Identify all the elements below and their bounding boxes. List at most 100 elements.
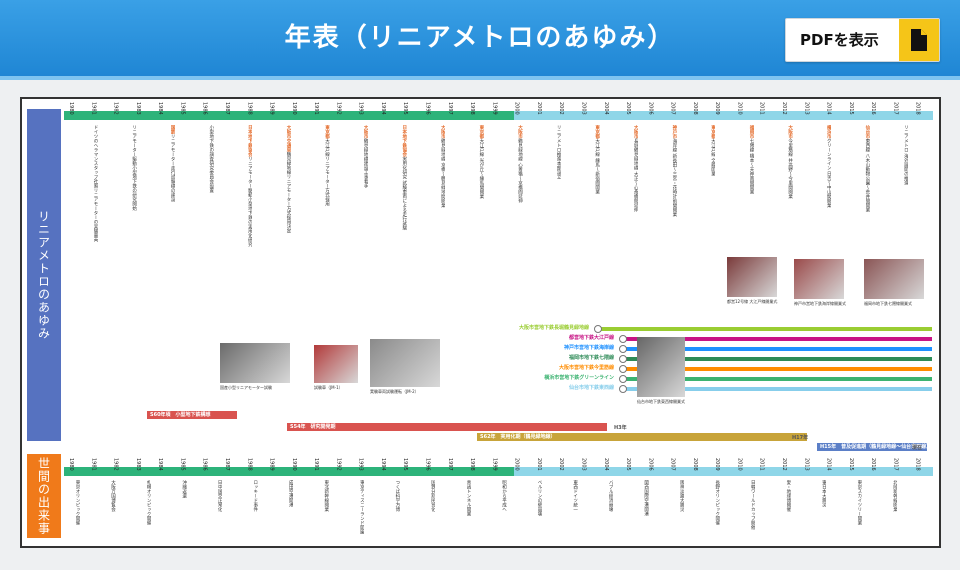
era-label-present: 現在: [912, 445, 923, 451]
era-bar: S62年 実用化期（鶴見緑地線）: [477, 433, 807, 441]
year-label: 2006: [647, 102, 654, 115]
year-label: 2001: [535, 458, 542, 471]
world-event: 東京ディズニーランド開園: [359, 480, 365, 534]
year-label: 2018: [914, 102, 921, 115]
year-label: 1981: [90, 458, 97, 471]
linear-metro-history-side-label: リニアメトロのあゆみ: [27, 109, 61, 441]
history-entry-tag: 福岡市: [749, 125, 755, 139]
year-label: 1986: [201, 102, 208, 115]
photo-caption: 福岡市地下鉄七隈線開業式: [864, 301, 912, 306]
station-marker: [594, 325, 602, 333]
year-label: 1998: [469, 102, 476, 115]
year-label: 2015: [847, 102, 854, 115]
year-label: 2000: [513, 102, 520, 115]
year-label: 1982: [112, 458, 119, 471]
world-event: 昭和から平成へ: [501, 480, 507, 512]
history-entry-text: リニアモーター駆動小型地下鉄の実用化研究: [247, 156, 253, 247]
metro-line: [597, 327, 932, 331]
year-label: 2004: [602, 102, 609, 115]
metro-line-label: 仙台市地下鉄東西線: [568, 385, 614, 391]
year-label: 1990: [290, 102, 297, 115]
year-label: 2002: [558, 102, 565, 115]
history-entry-text: 実用化研究 試験車両による走行試験: [401, 156, 407, 230]
year-label: 2017: [892, 102, 899, 115]
year-label: 1999: [491, 458, 498, 471]
year-label: 1997: [446, 102, 453, 115]
photo-item: [794, 259, 844, 299]
history-entry: リニアメトロ 海外展開の推進: [882, 125, 908, 275]
history-entry-tag: 東京都: [478, 125, 484, 139]
year-label: 1983: [134, 102, 141, 115]
metro-line-label: 横浜市営地下鉄グリーンライン: [544, 375, 614, 381]
year-label: 2011: [758, 102, 765, 115]
year-label: 1992: [335, 102, 342, 115]
year-label: 2005: [625, 458, 632, 471]
year-label: 1988: [246, 458, 253, 471]
station-marker: [619, 375, 627, 383]
year-label: 2009: [714, 102, 721, 115]
year-label: 2008: [691, 102, 698, 115]
metro-line-label: 福岡市地下鉄七隈線: [568, 355, 614, 361]
history-entry: 東京都大江戸線リニアモーター方式採用: [304, 125, 330, 305]
photo-caption: 都営12号線 大江戸線開業式: [727, 299, 778, 304]
history-entry: 神戸市海岸線 新長田〜三宮・花時計前間開業: [651, 125, 677, 275]
year-label: 2003: [580, 458, 587, 471]
year-label: 1983: [134, 458, 141, 471]
metro-line: [622, 337, 932, 341]
history-entry-text: ドイツのヘラマンスタッフ社製リニアモーターの実験車両: [93, 125, 98, 242]
metro-line-label: 大阪市営地下鉄長堀鶴見緑地線: [518, 325, 589, 331]
history-entry-tag: 大阪市: [440, 125, 446, 139]
year-label: 1985: [179, 102, 186, 115]
history-entry: 大阪市鶴見緑地線建設工事着手: [342, 125, 368, 305]
world-event: 東京オリンピック開催: [75, 480, 80, 525]
year-label: 1989: [268, 458, 275, 471]
history-entry: 仙台市東西線 八木山動物公園〜荒井間開業: [844, 125, 870, 275]
year-label: 2008: [691, 458, 698, 471]
year-label: 1996: [424, 102, 431, 115]
history-entry-text: リニアモーター走行試験線の建設: [170, 134, 176, 202]
world-event: 東日本大震災: [821, 480, 827, 507]
station-marker: [619, 335, 627, 343]
year-label: 1987: [223, 102, 230, 115]
photo-caption: 実験車両試験運転（JM-2）: [370, 389, 419, 394]
world-event: 東西ドイツ統一: [572, 480, 578, 512]
year-label: 2013: [803, 102, 810, 115]
world-event: 関西国際空港開港: [643, 480, 649, 516]
year-label: 2010: [736, 458, 743, 471]
world-event: 日韓ワールドカップ開催: [750, 480, 756, 530]
year-label: 1999: [491, 102, 498, 115]
world-event: 国鉄分割民営化: [430, 480, 436, 512]
page-title: 年表（リニアメトロのあゆみ）: [284, 23, 676, 53]
year-label: 1992: [335, 458, 342, 471]
history-entry: リニアモーター駆動小型地下鉄の研究開始: [111, 125, 137, 305]
year-label: 1988: [246, 102, 253, 115]
show-pdf-button[interactable]: PDFを表示: [785, 18, 940, 62]
metro-line: [622, 387, 932, 391]
world-event: つくば科学万博: [394, 480, 400, 512]
world-event: 大阪万国博覧会: [110, 480, 116, 512]
history-entry: 福岡市七隈線 橋本〜天神南間開業: [728, 125, 754, 275]
year-label: 1989: [268, 102, 275, 115]
world-event: ロッキード事件: [252, 480, 258, 512]
year-label: 1994: [379, 458, 386, 471]
history-entry-text: グリーンライン 日吉〜中山間開業: [826, 138, 832, 208]
era-bar: H15年 普及促進期（鶴見緑地線〜仙台東西線）: [817, 443, 931, 451]
history-entry: リニアメトロ推進本部設立: [535, 125, 561, 275]
year-label: 2009: [714, 458, 721, 471]
photo-caption: 仙台市地下鉄東西線開業式: [637, 399, 685, 404]
history-entry-text: 鶴見緑地線建設工事着手: [363, 138, 369, 189]
year-label: 2010: [736, 102, 743, 115]
photo-item: [637, 337, 685, 397]
year-label: 2005: [625, 102, 632, 115]
history-entry-text: 東西線 八木山動物公園〜荒井間開業: [864, 138, 870, 212]
metro-line: [622, 357, 932, 361]
world-event: 日中国交正常化: [217, 480, 223, 512]
year-label: 2001: [535, 102, 542, 115]
history-entry: 大阪市長堀鶴見緑地線 大正〜心斎橋間延伸: [612, 125, 638, 275]
history-entry: 大阪市鶴見緑地線 心斎橋〜京橋間延伸: [497, 125, 523, 275]
year-label: 2012: [781, 102, 788, 115]
year-label: 2007: [669, 458, 676, 471]
world-event: 北陸新幹線開業: [892, 480, 898, 512]
year-label: 2018: [914, 458, 921, 471]
